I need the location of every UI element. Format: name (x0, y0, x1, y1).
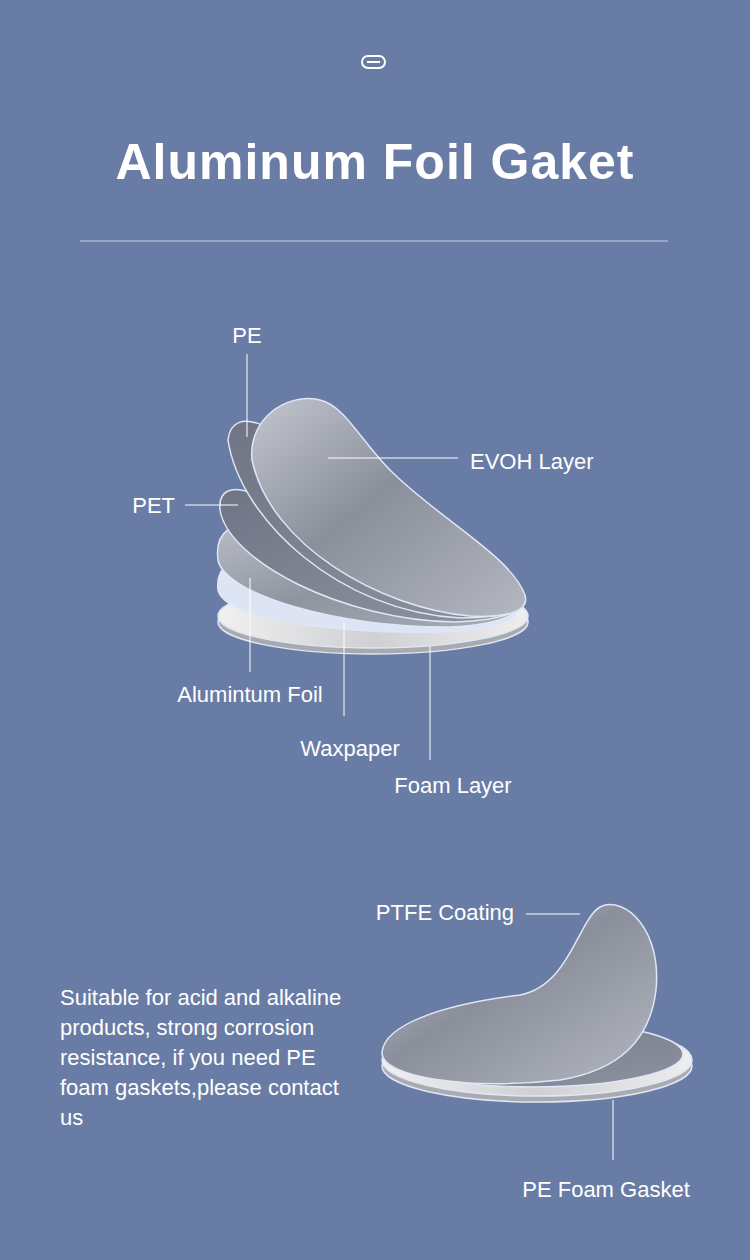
description-text: Suitable for acid and alkaline products,… (60, 983, 350, 1133)
part-label: EVOH Layer (470, 448, 594, 476)
part-label: PE Foam Gasket (522, 1176, 690, 1204)
part-label: PE (232, 322, 261, 350)
part-label: Foam Layer (394, 772, 511, 800)
part-label: Waxpaper (300, 735, 399, 763)
part-label: Alumintum Foil (177, 681, 322, 709)
part-label: PTFE Coating (376, 899, 514, 927)
page-title: Aluminum Foil Gaket (0, 133, 750, 191)
layer-stack (218, 399, 528, 654)
evoh-layer (252, 399, 526, 617)
ptfe-gasket (382, 905, 692, 1102)
top-icon (362, 56, 385, 68)
ptfe-coating (382, 905, 657, 1084)
divider-line (80, 241, 668, 242)
part-label: PET (132, 492, 175, 520)
